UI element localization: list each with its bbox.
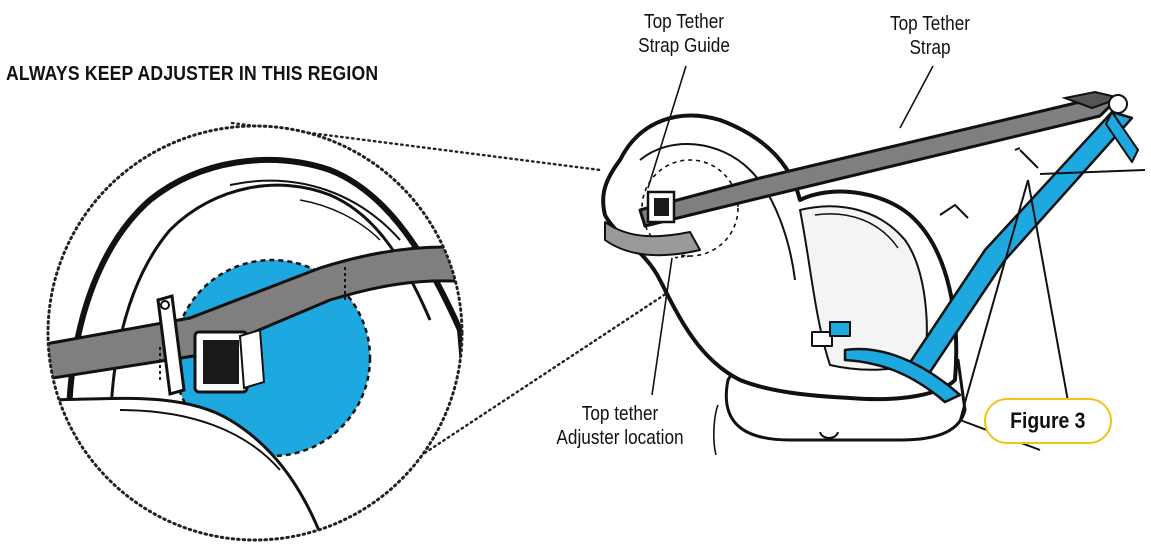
magnified-detail (48, 126, 462, 540)
adjuster-label-line-2: Adjuster location (556, 427, 684, 449)
leader-lines (647, 65, 934, 456)
strap-guide-detail (156, 294, 186, 396)
top-tether-strap-guide-label: Top Tether Strap Guide (612, 10, 756, 58)
adjuster-leader (651, 257, 673, 396)
strap-leader (899, 65, 934, 129)
adjuster-location-label: Top tether Adjuster location (534, 402, 706, 450)
guide-label-line-1: Top Tether (643, 11, 725, 33)
guide-leader (647, 65, 687, 189)
location-leader (713, 404, 719, 456)
tether-strap-detail (48, 245, 462, 382)
top-tether-strap-label: Top Tether Strap (861, 12, 999, 60)
instruction-heading: ALWAYS KEEP ADJUSTER IN THIS REGION (6, 63, 379, 85)
figure-badge: Figure 3 (984, 398, 1112, 444)
figure-label: Figure 3 (1010, 408, 1086, 433)
car-seat (601, 113, 969, 442)
strap-label-line-1: Top Tether (889, 13, 971, 35)
strap-label-line-2: Strap (909, 37, 951, 59)
adjuster-label-line-1: Top tether (581, 403, 659, 425)
guide-label-line-2: Strap Guide (638, 35, 730, 57)
vehicle-seat-belt (843, 94, 1139, 404)
magnifier-circle (46, 124, 464, 542)
